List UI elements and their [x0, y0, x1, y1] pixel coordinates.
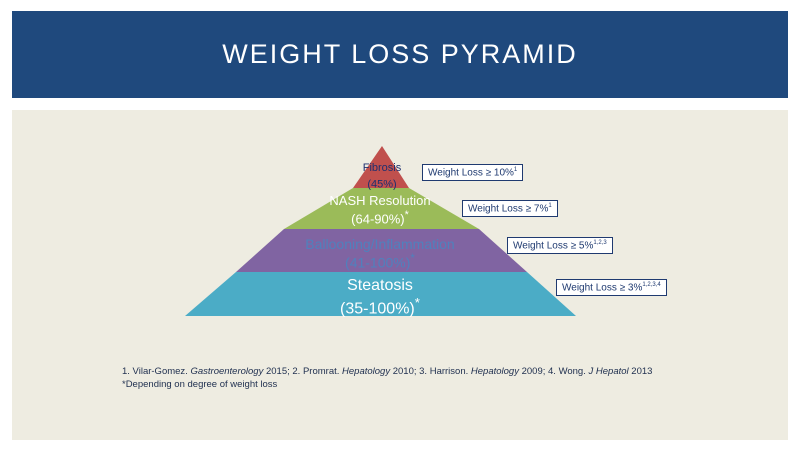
tier-text-nash-resolution: NASH Resolution (64-90%)*: [300, 193, 460, 227]
weight-loss-label-nash: Weight Loss ≥ 7%1: [462, 200, 558, 218]
tier-text-fibrosis: Fibrosis (45%): [340, 162, 424, 191]
citation-line: 1. Vilar-Gomez. Gastroenterology 2015; 2…: [122, 366, 653, 377]
weight-loss-ref: 1: [513, 167, 518, 173]
tier-asterisk: *: [414, 295, 420, 311]
weight-loss-text: Weight Loss ≥ 7%: [468, 203, 549, 215]
weight-loss-label-steatosis: Weight Loss ≥ 3%1,2,3,4: [556, 279, 667, 297]
tier-value: (64-90%): [351, 211, 405, 227]
tier-text-ballooning-inflammation: Ballooning/Inflammation (41-100%)*: [270, 236, 490, 271]
weight-loss-ref: 1,2,3: [593, 240, 607, 246]
tier-value: (41-100%): [345, 254, 411, 271]
tier-text-steatosis: Steatosis (35-100%)*: [290, 277, 470, 319]
tier-label: NASH Resolution: [329, 193, 431, 208]
weight-loss-ref: 1: [548, 203, 552, 209]
references: 1. Vilar-Gomez. Gastroenterology 2015; 2…: [122, 366, 652, 392]
tier-steatosis: [185, 272, 576, 316]
weight-loss-text: Weight Loss ≥ 10%: [428, 167, 514, 179]
slide-title: WEIGHT LOSS PYRAMID: [222, 39, 578, 69]
weight-loss-label-fibrosis: Weight Loss ≥ 10%1: [422, 164, 524, 182]
footnote: *Depending on degree of weight loss: [122, 378, 278, 390]
tier-nash-resolution: [284, 188, 479, 229]
tier-value: (35-100%): [340, 300, 415, 318]
tier-label: Steatosis: [347, 277, 413, 294]
tier-fibrosis: [353, 146, 409, 188]
tier-asterisk: *: [404, 208, 409, 221]
weight-loss-text: Weight Loss ≥ 5%: [513, 240, 594, 252]
tier-asterisk: *: [410, 252, 415, 266]
weight-loss-text: Weight Loss ≥ 3%: [562, 282, 643, 294]
weight-loss-label-ballooning: Weight Loss ≥ 5%1,2,3: [507, 237, 613, 255]
tier-label: Ballooning/Inflammation: [305, 236, 455, 252]
tier-value: (45%): [367, 178, 397, 191]
tier-label: Fibrosis: [362, 162, 402, 174]
weight-loss-ref: 1,2,3,4: [642, 282, 661, 288]
title-bar: WEIGHT LOSS PYRAMID: [12, 11, 788, 98]
tier-ballooning-inflammation: [236, 229, 527, 272]
